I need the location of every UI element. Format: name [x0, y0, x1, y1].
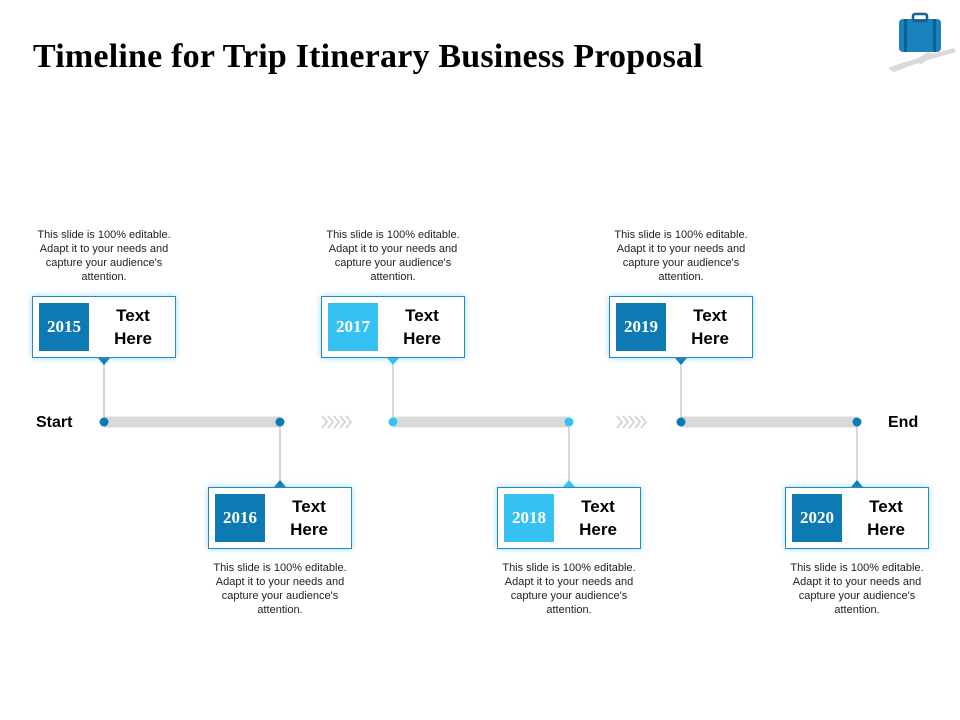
milestone-card-2020: 2020 Text Here	[785, 487, 929, 549]
pointer-2018	[563, 480, 575, 487]
milestone-year: 2019	[616, 303, 666, 351]
node-2016	[275, 417, 285, 427]
pointer-2016	[274, 480, 286, 487]
milestone-description: This slide is 100% editable. Adapt it to…	[326, 229, 460, 283]
milestone-label: Text Here	[290, 497, 328, 539]
milestone-label: Text Here	[114, 306, 152, 348]
milestone-description: This slide is 100% editable. Adapt it to…	[790, 562, 924, 616]
milestone-card-2019: 2019 Text Here	[609, 296, 753, 358]
airplane-icon	[888, 48, 956, 72]
node-2019	[676, 417, 686, 427]
milestone-year: 2017	[328, 303, 378, 351]
milestone-label: Text Here	[403, 306, 441, 348]
page-title: Timeline for Trip Itinerary Business Pro…	[33, 38, 703, 75]
pointer-2019	[675, 358, 687, 365]
milestone-label: Text Here	[867, 497, 905, 539]
milestone-year: 2018	[504, 494, 554, 542]
end-label: End	[888, 414, 919, 431]
milestone-card-2015: 2015 Text Here	[32, 296, 176, 358]
milestone-label: Text Here	[579, 497, 617, 539]
travel-logo	[888, 12, 956, 72]
milestone-card-2016: 2016 Text Here	[208, 487, 352, 549]
chevron-arrows-icon	[616, 415, 648, 429]
suitcase-icon	[899, 12, 941, 52]
start-label: Start	[36, 414, 73, 431]
milestone-description: This slide is 100% editable. Adapt it to…	[37, 229, 171, 283]
node-2015	[99, 417, 109, 427]
milestone-description: This slide is 100% editable. Adapt it to…	[614, 229, 748, 283]
milestone-card-2017: 2017 Text Here	[321, 296, 465, 358]
milestone-year: 2016	[215, 494, 265, 542]
node-2018	[564, 417, 574, 427]
milestone-description: This slide is 100% editable. Adapt it to…	[213, 562, 347, 616]
milestone-card-2018: 2018 Text Here	[497, 487, 641, 549]
node-2017	[388, 417, 398, 427]
node-2020	[852, 417, 862, 427]
pointer-2020	[851, 480, 863, 487]
chevron-arrows-icon	[321, 415, 353, 429]
pointer-2017	[387, 358, 399, 365]
milestone-year: 2020	[792, 494, 842, 542]
milestone-year: 2015	[39, 303, 89, 351]
pointer-2015	[98, 358, 110, 365]
milestone-description: This slide is 100% editable. Adapt it to…	[502, 562, 636, 616]
milestone-label: Text Here	[691, 306, 729, 348]
